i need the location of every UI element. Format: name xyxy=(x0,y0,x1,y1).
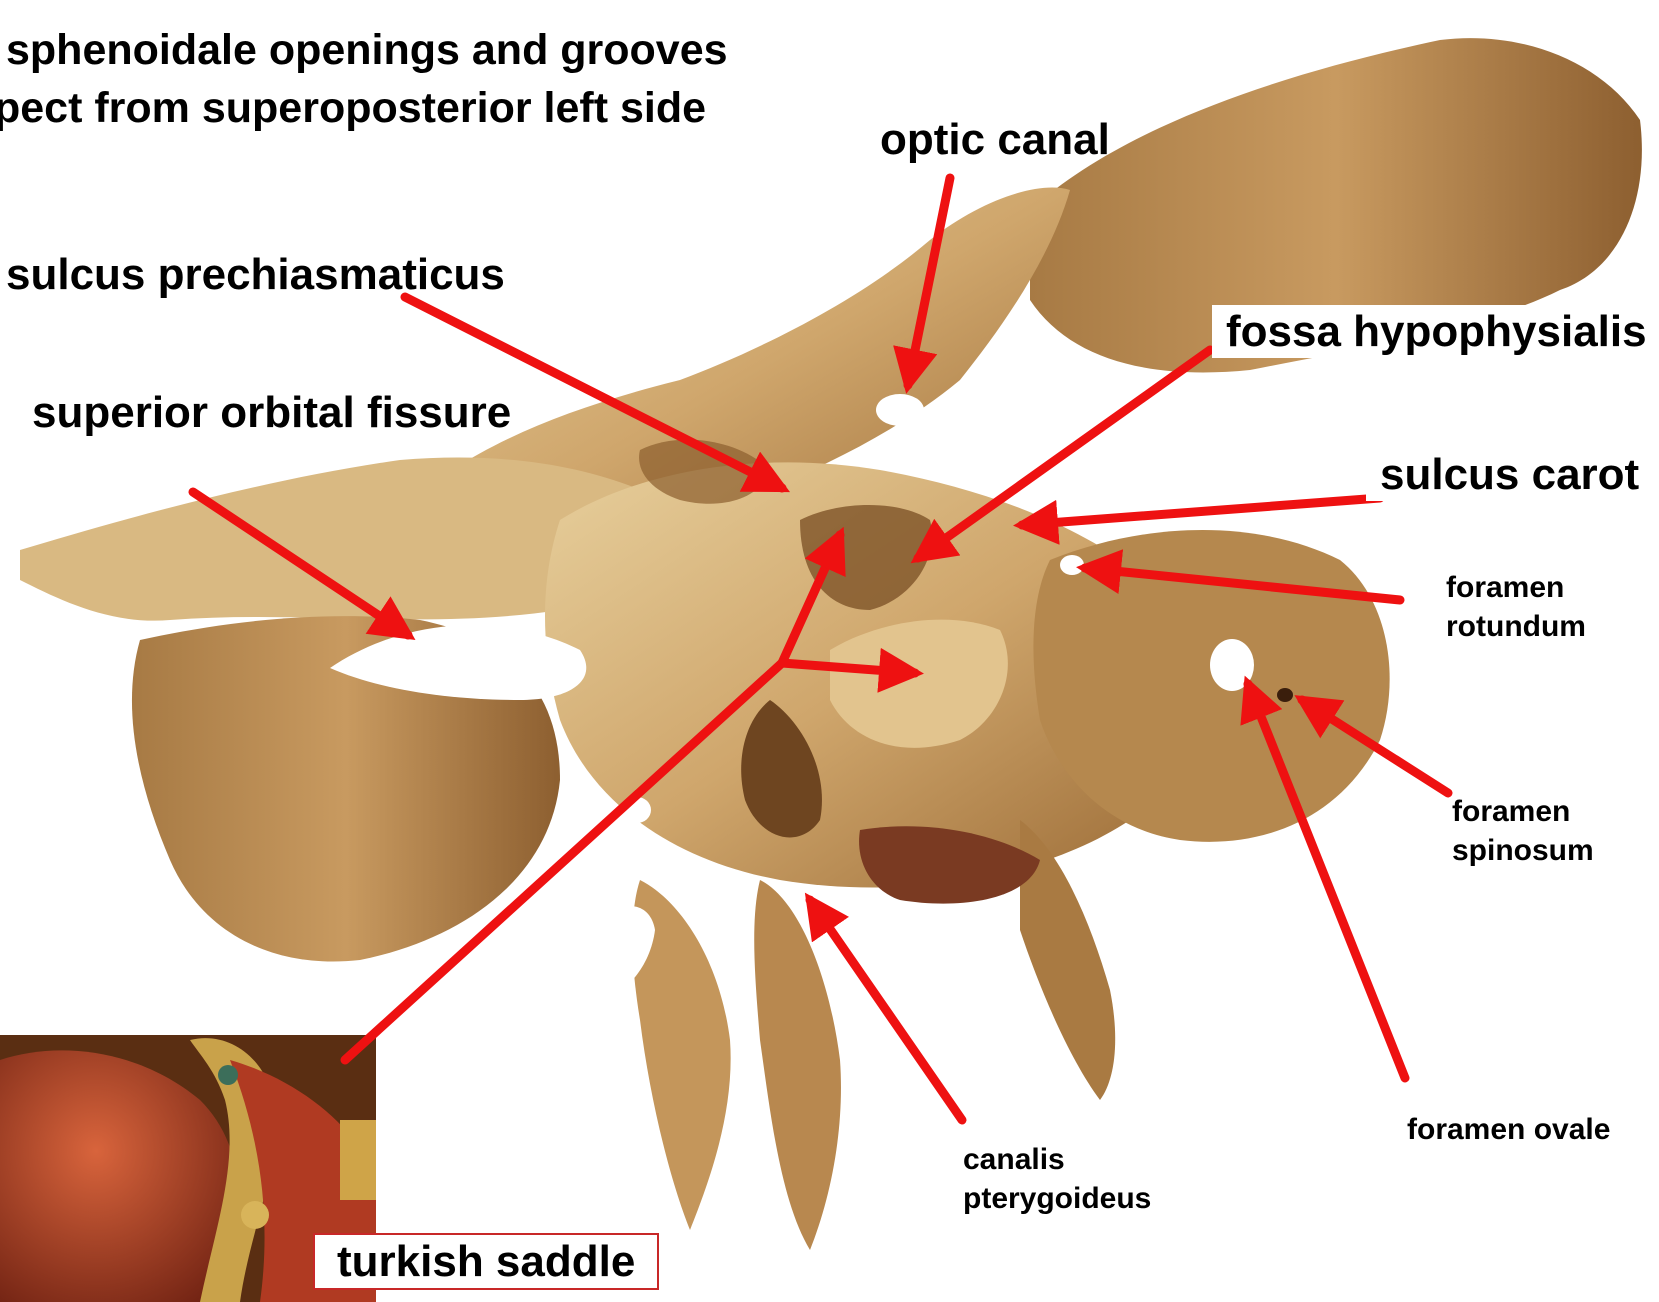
label-canalis-pterygoideus-line1: canalis xyxy=(963,1140,1151,1179)
label-foramen-spinosum: foramen spinosum xyxy=(1452,792,1594,870)
arrow-fossa-hypophysialis xyxy=(918,350,1210,558)
label-canalis-pterygoideus-line2: pterygoideus xyxy=(963,1179,1151,1218)
title-line-2: pect from superoposterior left side xyxy=(0,84,706,132)
label-foramen-ovale: foramen ovale xyxy=(1407,1110,1610,1149)
optic-canal-hole xyxy=(876,394,924,426)
label-foramen-spinosum-line1: foramen xyxy=(1452,792,1594,831)
arrow-sulcus-caroticus xyxy=(1022,498,1380,525)
foramen-rotundum-hole xyxy=(1060,555,1084,575)
label-foramen-rotundum: foramen rotundum xyxy=(1446,568,1586,646)
title-line-1: sphenoidale openings and grooves xyxy=(6,26,728,74)
label-optic-canal: optic canal xyxy=(880,115,1110,164)
label-turkish-saddle: turkish saddle xyxy=(313,1233,659,1290)
label-superior-orbital-fissure: superior orbital fissure xyxy=(32,388,511,437)
label-fossa-hypophysialis: fossa hypophysialis xyxy=(1212,305,1659,358)
label-sulcus-caroticus: sulcus carot xyxy=(1366,448,1653,501)
label-foramen-rotundum-line1: foramen xyxy=(1446,568,1586,607)
label-sulcus-prechiasmaticus: sulcus prechiasmaticus xyxy=(6,250,505,299)
label-canalis-pterygoideus: canalis pterygoideus xyxy=(963,1140,1151,1218)
label-foramen-rotundum-line2: rotundum xyxy=(1446,607,1586,646)
foramen-spinosum-hole xyxy=(1277,688,1293,702)
label-foramen-spinosum-line2: spinosum xyxy=(1452,831,1594,870)
